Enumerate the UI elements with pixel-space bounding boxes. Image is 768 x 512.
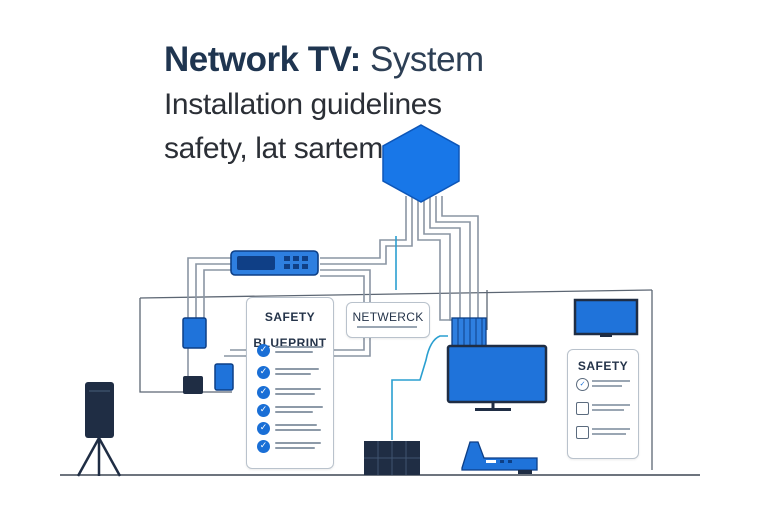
page-title-light: System — [370, 40, 484, 79]
placeholder-text-line — [275, 406, 323, 408]
ladder-icon — [576, 402, 589, 415]
checkmark-icon: ✓ — [257, 440, 270, 453]
placeholder-text-line — [275, 351, 313, 353]
safety-card: SAFETY ✓ — [567, 349, 639, 459]
placeholder-text-line — [592, 428, 630, 430]
wall-adapter-device — [182, 317, 207, 349]
network-label-card: NETWERCK — [346, 302, 430, 338]
blueprint-checklist-item: ✓ — [257, 404, 327, 428]
checkmark-icon: ✓ — [257, 366, 270, 379]
placeholder-text-line — [275, 442, 321, 444]
network-card-title: NETWERCK — [352, 310, 424, 324]
subtitle-line-1: Installation guidelines — [164, 88, 442, 121]
placeholder-text-line — [275, 393, 315, 395]
placeholder-text-line — [357, 326, 417, 328]
blueprint-checklist-item: ✓ — [257, 366, 327, 390]
placeholder-text-line — [275, 447, 315, 449]
cyan-cable-bottom — [391, 335, 448, 440]
check-circle-icon: ✓ — [576, 378, 589, 391]
placeholder-text-line — [592, 380, 630, 382]
placeholder-text-line — [275, 388, 321, 390]
placeholder-text-line — [275, 411, 313, 413]
network-hub-hexagon — [382, 124, 460, 203]
checkmark-icon: ✓ — [257, 422, 270, 435]
safety-item — [576, 402, 634, 424]
tower-device — [76, 382, 122, 477]
placeholder-text-line — [275, 346, 323, 348]
placeholder-text-line — [275, 424, 317, 426]
outlet-icon — [576, 426, 589, 439]
floor-set-top-box — [461, 441, 538, 474]
checkmark-icon: ✓ — [257, 344, 270, 357]
secondary-tv — [573, 298, 639, 337]
placeholder-text-line — [592, 385, 622, 387]
blueprint-card-title-line-1: SAFETY — [264, 310, 316, 324]
ground-receiver-box — [364, 441, 420, 475]
safety-item — [576, 426, 634, 448]
main-tv — [446, 344, 548, 411]
page-title: Network TV: System — [164, 40, 484, 80]
page-title-bold: Network TV: — [164, 40, 361, 79]
blueprint-checklist-item: ✓ — [257, 386, 327, 410]
placeholder-text-line — [275, 373, 311, 375]
outlet-device-right — [214, 363, 234, 391]
patch-panel-ports — [457, 318, 483, 350]
safety-blueprint-card: SAFETY BLUEPRINT ✓ ✓ ✓ ✓ ✓ ✓ — [246, 297, 334, 469]
safety-item: ✓ — [576, 378, 634, 400]
wall-top-outline — [139, 289, 653, 299]
placeholder-text-line — [592, 404, 630, 406]
subtitle-line-2: safety, lat sartem — [164, 132, 383, 165]
placeholder-text-line — [592, 433, 626, 435]
network-switch — [230, 250, 319, 276]
checkmark-icon: ✓ — [257, 386, 270, 399]
blueprint-checklist-item: ✓ — [257, 344, 327, 368]
safety-card-title: SAFETY — [577, 359, 629, 373]
outlet-device-left — [183, 376, 203, 394]
checkmark-icon: ✓ — [257, 404, 270, 417]
placeholder-text-line — [592, 409, 624, 411]
blueprint-checklist-item: ✓ — [257, 422, 327, 446]
placeholder-text-line — [275, 368, 319, 370]
placeholder-text-line — [275, 429, 321, 431]
blueprint-checklist-item: ✓ — [257, 440, 327, 464]
